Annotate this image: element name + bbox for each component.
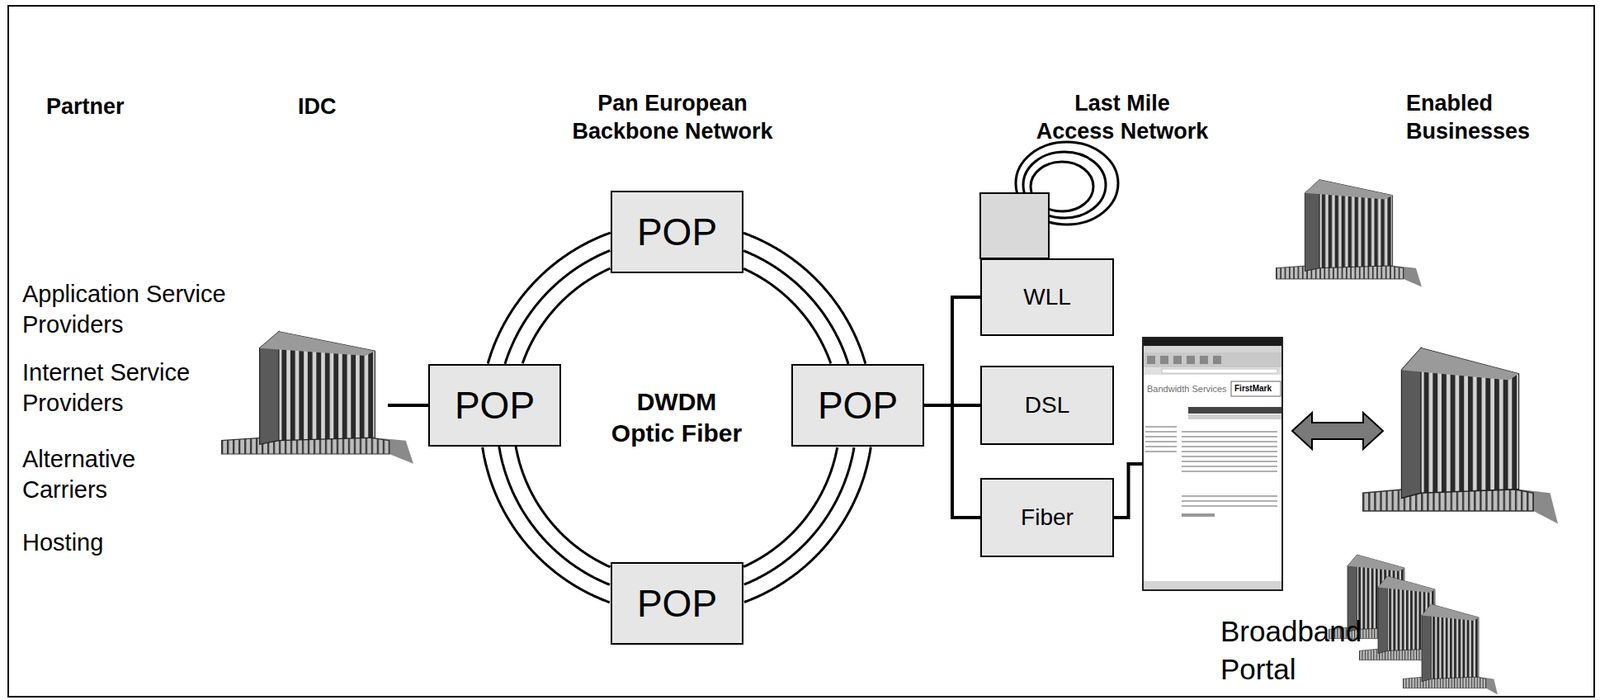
node-text: DSL: [1024, 391, 1070, 419]
connector-line: [515, 446, 610, 567]
business-building: [1402, 604, 1498, 695]
frame-border: [8, 5, 1595, 697]
connector-line: [487, 232, 611, 364]
connector-line: [924, 405, 981, 518]
double-arrow: [1292, 412, 1383, 449]
pop-box: POP: [610, 190, 744, 274]
status-bar: [1143, 580, 1282, 590]
toolbar-icon: [1173, 355, 1182, 364]
partner-label: Application Service Providers: [22, 278, 258, 340]
idc-building: [221, 331, 414, 464]
address-field: [1161, 368, 1278, 373]
screen-text: FirstMark: [1234, 383, 1272, 393]
connector: [743, 232, 866, 364]
column-heading: Partner: [46, 92, 125, 121]
partner-label: Internet Service Providers: [22, 357, 258, 419]
connector-line: [1113, 463, 1143, 518]
nav-bar: [1188, 406, 1282, 414]
connector: [1113, 463, 1143, 518]
node-text: Fiber: [1020, 504, 1074, 531]
connector-line: [743, 447, 838, 567]
toolbar-icon: [1146, 355, 1156, 364]
toolbar-icon: [1186, 355, 1195, 364]
pop-box: POP: [428, 363, 562, 447]
menu-bar: [1143, 345, 1282, 353]
connector: [743, 447, 871, 603]
toolbar-icon: [1199, 355, 1209, 364]
access-box: WLL: [980, 258, 1114, 336]
column-heading: IDC: [297, 92, 337, 121]
pop-box: POP: [791, 363, 925, 447]
antenna-box: [980, 193, 1049, 259]
access-box: Fiber: [980, 477, 1114, 557]
connector: [487, 232, 611, 364]
toolbar-icon: [1212, 355, 1222, 364]
title-bar: [1143, 338, 1282, 346]
body-text: [1181, 513, 1215, 517]
node-text: POP: [817, 383, 898, 428]
connector-line: [744, 447, 855, 585]
portal-caption: Broadband Portal: [1220, 612, 1246, 688]
connector: [482, 446, 611, 603]
connector-line: [743, 250, 849, 364]
portal-screenshot: [1142, 337, 1283, 590]
connector-line: [505, 250, 610, 364]
connector-line: [743, 232, 866, 364]
connector-line: [924, 297, 981, 406]
connector-line: [744, 447, 871, 603]
column-heading: Enabled Businesses: [1406, 89, 1431, 147]
screen-text: Bandwidth Services: [1146, 383, 1228, 394]
node-text: POP: [637, 581, 718, 626]
partner-label: Hosting: [22, 527, 188, 558]
address-bar: [1143, 367, 1282, 375]
logo-box: [1231, 381, 1281, 397]
node-text: POP: [637, 210, 718, 255]
fiber-label: DWDM Optic Fiber: [610, 386, 743, 449]
business-building: [1362, 348, 1558, 524]
business-building: [1275, 179, 1422, 288]
browser-window: [1142, 337, 1283, 590]
node-text: POP: [454, 383, 535, 428]
connector-line: [522, 268, 610, 364]
connector: [924, 297, 981, 406]
connector-line: [743, 268, 831, 364]
broadband-portal: Broadband Portal: [1142, 337, 1283, 590]
body-text: [1181, 495, 1278, 507]
idc-link: [387, 403, 429, 407]
column-heading: Last Mile Access Network: [1035, 89, 1209, 147]
connector-line: [499, 446, 610, 585]
toolbar-icon: [1160, 355, 1169, 364]
side-nav: [1145, 422, 1177, 456]
toolbar: [1143, 352, 1282, 368]
partner-label: Alternative Carriers: [22, 443, 188, 506]
node-text: WLL: [1023, 283, 1072, 311]
column-heading: Pan European Backbone Network: [571, 89, 774, 147]
connector: [924, 405, 981, 518]
nav-bar: [1188, 414, 1282, 420]
body-text: [1181, 429, 1278, 472]
access-box: DSL: [980, 365, 1114, 445]
connector-line: [482, 447, 610, 603]
pop-box: POP: [610, 561, 744, 645]
